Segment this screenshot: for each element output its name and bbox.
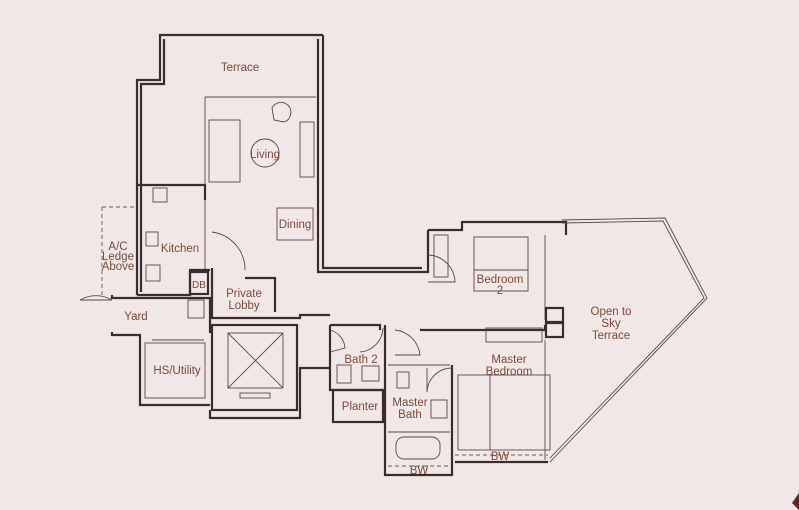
corner-arrow-icon (792, 493, 799, 510)
label-private-lobby-1: Private (226, 288, 262, 300)
label-planter: Planter (342, 401, 379, 413)
walls (79, 33, 708, 477)
label-bw-bedroom: BW (491, 451, 510, 463)
label-living: Living (250, 149, 280, 161)
label-hs-utility: HS/Utility (153, 365, 201, 377)
label-bath2: Bath 2 (344, 354, 377, 366)
label-dining: Dining (279, 219, 312, 231)
label-private-lobby-2: Lobby (228, 300, 260, 312)
label-kitchen: Kitchen (161, 243, 199, 255)
label-open-terrace-1: Open to (591, 306, 632, 318)
label-ac-ledge-3: Above (102, 261, 135, 273)
label-terrace: Terrace (221, 62, 259, 74)
label-bedroom2-2: 2 (497, 285, 503, 297)
label-db: DB (192, 280, 206, 291)
label-master-bedroom-2: Bedroom (486, 366, 533, 378)
label-open-terrace-3: Terrace (592, 330, 630, 342)
label-ac-ledge-2: Ledge (102, 251, 134, 263)
label-yard: Yard (124, 311, 147, 323)
label-master-bath-1: Master (392, 397, 427, 409)
label-master-bath-2: Bath (398, 409, 422, 421)
label-ac-ledge-1: A/C (108, 241, 127, 253)
label-bw-bath: BW (410, 465, 429, 477)
label-bedroom2-1: Bedroom (477, 274, 524, 286)
label-open-terrace-2: Sky (601, 318, 620, 330)
label-master-bedroom-1: Master (491, 354, 526, 366)
